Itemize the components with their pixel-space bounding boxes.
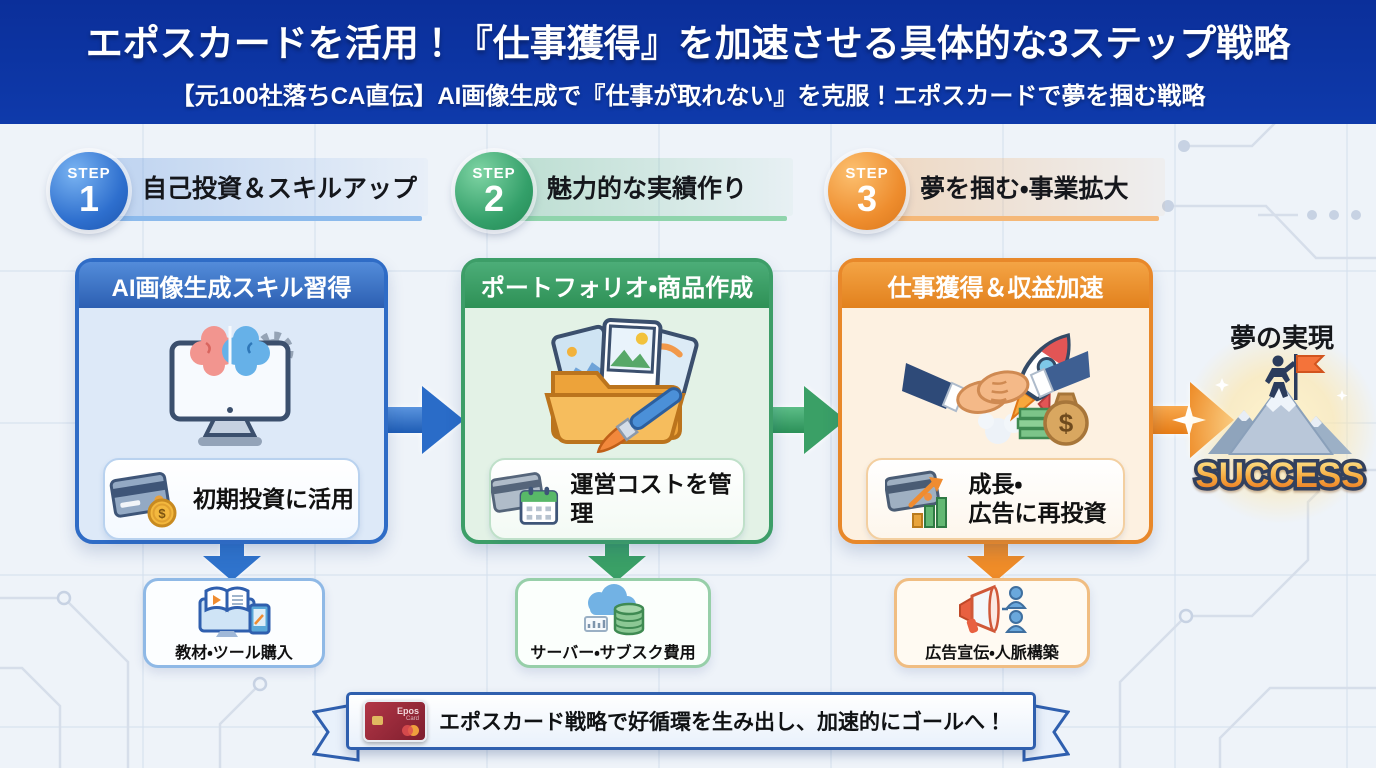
step2-header-bar [493, 158, 793, 221]
credit-card-coin-icon: $ [109, 472, 177, 528]
step3-badge-number: 3 [856, 178, 878, 219]
step3-benefit-text: 成長・ 広告に再投資 [968, 471, 1107, 526]
ai-brain-monitor-icon [169, 326, 293, 446]
page-title: エポスカードを活用！『仕事獲得』を加速させる具体的な3ステップ戦略 [85, 23, 1291, 64]
step2-benefit-pill: 運営コストを管理 [489, 458, 745, 540]
step1-outcome-text: 教材・ツール購入 [175, 645, 293, 662]
step2-card: ポートフォリオ・商品作成 [461, 258, 773, 544]
step1-down-arrow [203, 541, 261, 581]
card-brand: Epos [396, 706, 419, 716]
step1-badge-number: 1 [78, 178, 100, 219]
step2-outcome-card: サーバー・サブスク費用 [515, 578, 711, 668]
step1-heading: 自己投資＆スキルアップ [142, 175, 418, 203]
card-brand-sub: Card [405, 716, 419, 722]
credit-card-growth-chart-icon [884, 470, 947, 528]
card-logo-circles [402, 725, 419, 736]
svg-text:$: $ [158, 506, 166, 521]
step3-down-arrow [967, 541, 1025, 581]
step3-badge: STEP 3 [828, 152, 906, 230]
learning-materials-icon [198, 586, 271, 637]
step3-card: 仕事獲得＆収益加速 [838, 258, 1153, 544]
step1-badge-word: STEP [67, 165, 111, 182]
card-chip [372, 716, 383, 725]
credit-card-calendar-icon [491, 472, 559, 525]
success-badge-text: SUCCESS [1195, 456, 1365, 495]
step2-icon-area [465, 308, 769, 458]
step1-card: AI画像生成スキル習得 [75, 258, 388, 544]
header-banner: エポスカードを活用！『仕事獲得』を加速させる具体的な3ステップ戦略 【元100社… [0, 0, 1376, 124]
step1-icon-area [79, 308, 384, 458]
step3-header-bar [866, 158, 1165, 221]
step2-down-arrow [588, 541, 646, 581]
step2-card-title: ポートフォリオ・商品作成 [465, 262, 769, 308]
step2-badge: STEP 2 [455, 152, 533, 230]
step3-icon-area: $ [842, 308, 1149, 458]
step2-outcome-text: サーバー・サブスク費用 [530, 645, 696, 662]
step2-benefit-text: 運営コストを管理 [570, 471, 732, 526]
cloud-server-icon [584, 584, 645, 636]
step1-header: STEP 1 自己投資＆スキルアップ [50, 150, 428, 232]
success-badge: SUCCESS SUCCESS [1188, 453, 1372, 499]
handshake-rocket-money-icon: $ [901, 333, 1090, 446]
step3-header: STEP 3 夢を掴む・事業拡大 [828, 150, 1165, 232]
step2-header: STEP 2 魅力的な実績作り [455, 150, 793, 232]
step1-card-title: AI画像生成スキル習得 [79, 262, 384, 308]
step2-badge-word: STEP [472, 165, 516, 182]
step3-heading: 夢を掴む・事業拡大 [920, 175, 1129, 203]
step3-outcome-text: 広告宣伝・人脈構築 [925, 645, 1059, 662]
step1-header-bar [88, 158, 428, 221]
mountain-flag-climber-icon [1208, 354, 1352, 455]
step1-benefit-pill: $ 初期投資に活用 [103, 458, 360, 540]
svg-text:$: $ [1058, 408, 1073, 438]
success-badge-outline: SUCCESS [1188, 453, 1372, 499]
step3-outcome-card: 広告宣伝・人脈構築 [894, 578, 1090, 668]
goal-label: 夢の実現 [1229, 323, 1334, 353]
portfolio-folder-icon [544, 317, 699, 453]
megaphone-network-icon [959, 584, 1028, 634]
step2-badge-number: 2 [483, 178, 505, 219]
step1-outcome-card: 教材・ツール購入 [143, 578, 325, 668]
step3-benefit-pill: 成長・ 広告に再投資 [866, 458, 1125, 540]
conclusion-text: エポスカード戦略で好循環を生み出し、加速的にゴールへ！ [439, 711, 1006, 734]
step3-badge-word: STEP [845, 165, 889, 182]
step1-badge: STEP 1 [50, 152, 128, 230]
step2-heading: 魅力的な実績作り [547, 175, 748, 203]
step1-benefit-text: 初期投資に活用 [193, 485, 354, 512]
page-subtitle: 【元100社落ちCA直伝】AI画像生成で『仕事が取れない』を克服！エポスカードで… [170, 83, 1206, 110]
step3-card-title: 仕事獲得＆収益加速 [842, 262, 1149, 308]
